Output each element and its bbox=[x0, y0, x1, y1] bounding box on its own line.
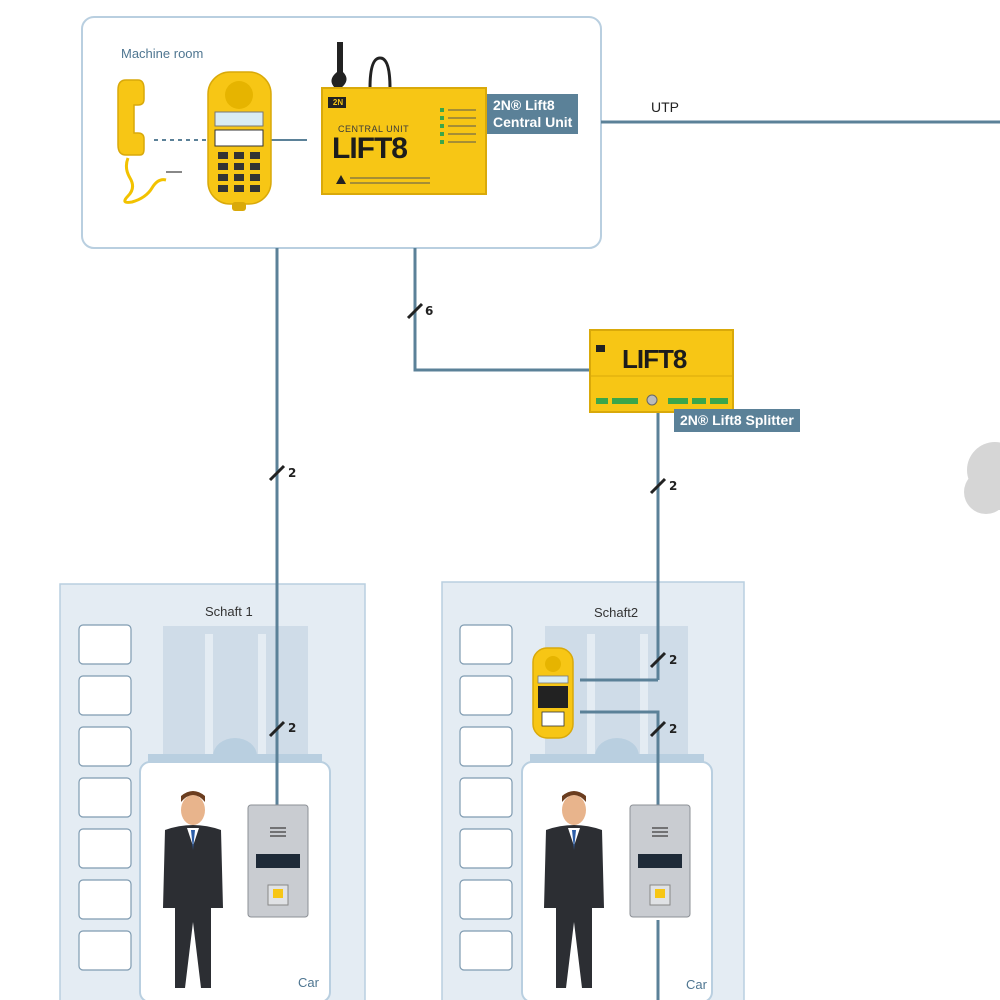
floor-door bbox=[78, 726, 132, 767]
wiring bbox=[154, 120, 1000, 1000]
intercom-panel-icon bbox=[247, 804, 309, 918]
car-1-label: Car bbox=[298, 975, 319, 990]
shaft-2-label: Schaft2 bbox=[588, 605, 645, 620]
car-2-label: Car bbox=[686, 977, 707, 992]
central-unit-brand: 2N bbox=[332, 98, 344, 107]
service-phone-icon bbox=[532, 647, 574, 739]
central-unit-tag: 2N® Lift8 Central Unit bbox=[487, 94, 579, 134]
man-figure-icon bbox=[163, 791, 223, 988]
wire-count-splitter-shaft2: 2 bbox=[669, 479, 678, 493]
central-unit-caption: CENTRAL UNIT bbox=[338, 124, 410, 134]
intercom-panel-icon bbox=[629, 804, 691, 918]
floor-door bbox=[459, 777, 513, 818]
utp-label: UTP bbox=[651, 99, 679, 115]
machine-room-label: Machine room bbox=[121, 46, 204, 61]
shaft-1 bbox=[59, 583, 366, 1000]
shaft-2 bbox=[441, 581, 745, 1000]
splitter-logo: LIFT8 bbox=[622, 344, 687, 374]
cloud-icon bbox=[964, 442, 1000, 514]
floor-door bbox=[459, 624, 513, 665]
wire-count-central-shaft1: 2 bbox=[288, 466, 297, 480]
floor-door bbox=[78, 777, 132, 818]
wire-central-splitter bbox=[413, 248, 590, 372]
floor-door bbox=[459, 726, 513, 767]
splitter-tag: 2N® Lift8 Splitter bbox=[674, 409, 800, 432]
floor-door bbox=[459, 828, 513, 869]
antenna-icon bbox=[331, 42, 347, 88]
service-phone-icon bbox=[207, 71, 272, 211]
wire-count-shaft1-car: 2 bbox=[288, 721, 297, 735]
central-unit bbox=[321, 42, 487, 195]
floor-door bbox=[459, 675, 513, 716]
handset-icon bbox=[117, 79, 182, 204]
floor-door bbox=[78, 930, 132, 971]
shaft-1-label: Schaft 1 bbox=[199, 604, 259, 619]
floor-door bbox=[459, 879, 513, 920]
splitter-device bbox=[589, 329, 734, 413]
floor-door bbox=[78, 624, 132, 665]
wire-count-shaft2-top: 2 bbox=[669, 653, 678, 667]
floor-door bbox=[78, 879, 132, 920]
wire-count-shaft2-bottom: 2 bbox=[669, 722, 678, 736]
floor-door bbox=[459, 930, 513, 971]
man-figure-icon bbox=[544, 791, 604, 988]
floor-door bbox=[78, 675, 132, 716]
floor-door bbox=[78, 828, 132, 869]
central-unit-logo: LIFT8 bbox=[332, 132, 408, 165]
wire-count-central-splitter: 6 bbox=[425, 304, 434, 318]
